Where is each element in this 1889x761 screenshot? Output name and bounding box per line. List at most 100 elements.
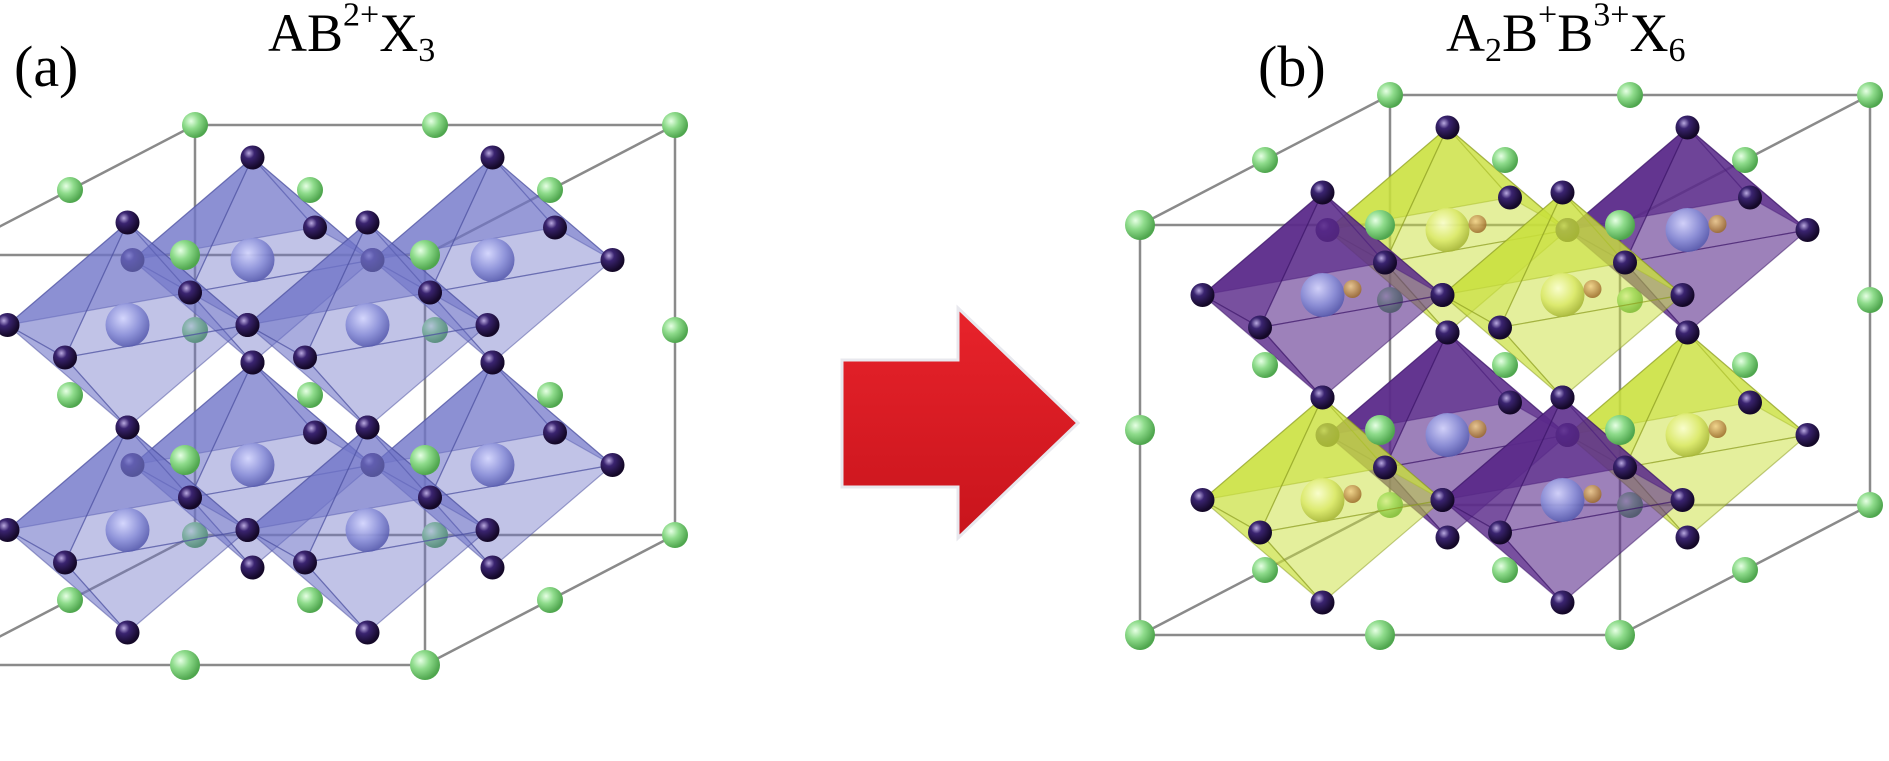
a-site-atom bbox=[1252, 352, 1278, 378]
a-site-atom bbox=[537, 587, 563, 613]
x-site-atom bbox=[1738, 390, 1762, 415]
x-site-atom bbox=[1613, 455, 1637, 480]
x-site-atom bbox=[543, 420, 567, 445]
right-arrow bbox=[840, 304, 1081, 542]
x-site-atom bbox=[475, 518, 500, 542]
a-site-atom bbox=[1125, 415, 1155, 445]
a-site-atom bbox=[182, 522, 208, 548]
x-site-atom bbox=[418, 485, 442, 510]
x-site-atom bbox=[1738, 185, 1762, 210]
x-site-atom bbox=[1498, 390, 1522, 415]
x-site-atom bbox=[53, 345, 77, 370]
octahedron-face bbox=[303, 324, 490, 429]
x-site-atom bbox=[293, 550, 317, 575]
x-site-atom bbox=[1498, 185, 1522, 210]
formula-a-subscript: 3 bbox=[418, 32, 436, 70]
x-site-atom bbox=[543, 215, 567, 240]
a-site-atom bbox=[1732, 557, 1758, 583]
a-site-atom bbox=[1492, 352, 1518, 378]
octahedron-face bbox=[1498, 499, 1685, 604]
x-site-atom bbox=[600, 453, 625, 477]
a-site-atom bbox=[1252, 147, 1278, 173]
x-site-atom bbox=[53, 550, 77, 575]
x-site-atom bbox=[355, 210, 380, 235]
a-site-atom bbox=[57, 177, 83, 203]
b-site-atom bbox=[345, 303, 390, 347]
a-site-atom bbox=[422, 112, 448, 138]
x-site-atom bbox=[1310, 180, 1335, 205]
x-site-atom bbox=[355, 415, 380, 440]
x-site-atom bbox=[1675, 525, 1700, 550]
formula-b-part: A bbox=[1446, 3, 1485, 63]
a-site-atom bbox=[1605, 210, 1635, 240]
a-site-atom bbox=[1252, 557, 1278, 583]
a-site-atom bbox=[297, 382, 323, 408]
x-site-atom bbox=[1435, 115, 1460, 140]
x-site-atom bbox=[1550, 180, 1575, 205]
octahedron-face bbox=[1258, 499, 1445, 604]
x-site-atom bbox=[1430, 283, 1455, 307]
b-site-atom bbox=[1665, 413, 1710, 457]
panel-b-structure bbox=[1125, 82, 1883, 650]
a-site-atom bbox=[1617, 82, 1643, 108]
a-site-atom bbox=[57, 382, 83, 408]
b-site-atom bbox=[105, 508, 150, 552]
x-site-atom bbox=[1373, 455, 1397, 480]
a-site-atom bbox=[1492, 557, 1518, 583]
a-site-atom bbox=[182, 317, 208, 343]
octahedron-face bbox=[428, 464, 615, 569]
octahedron-face bbox=[63, 324, 250, 429]
a-site-atom bbox=[662, 522, 688, 548]
a-site-atom bbox=[1732, 352, 1758, 378]
a-site-atom bbox=[297, 587, 323, 613]
b-site-atom bbox=[230, 238, 275, 282]
b-site-atom bbox=[1343, 485, 1362, 503]
x-site-atom bbox=[1488, 520, 1512, 545]
a-site-atom bbox=[422, 317, 448, 343]
octahedron-face bbox=[63, 529, 250, 634]
b-site-atom bbox=[1540, 478, 1585, 522]
octahedron-face bbox=[1498, 294, 1685, 399]
formula-b-part: X bbox=[1629, 3, 1669, 63]
a-site-atom bbox=[1365, 210, 1395, 240]
x-site-atom bbox=[0, 518, 20, 542]
a-site-atom bbox=[170, 445, 200, 475]
x-site-atom bbox=[1190, 488, 1215, 512]
a-site-atom bbox=[1492, 147, 1518, 173]
x-site-atom bbox=[115, 210, 140, 235]
x-site-atom bbox=[240, 145, 265, 170]
x-site-atom bbox=[1248, 315, 1272, 340]
x-site-atom bbox=[1675, 115, 1700, 140]
octahedron-face bbox=[1258, 294, 1445, 399]
a-site-atom bbox=[182, 112, 208, 138]
x-site-atom bbox=[1670, 283, 1695, 307]
a-site-atom bbox=[1857, 82, 1883, 108]
x-site-atom bbox=[178, 280, 202, 305]
b-site-atom bbox=[1583, 280, 1602, 298]
b-site-atom bbox=[1468, 215, 1487, 233]
x-site-atom bbox=[1430, 488, 1455, 512]
x-site-atom bbox=[293, 345, 317, 370]
formula-b-charge: 3+ bbox=[1593, 0, 1630, 34]
x-site-atom bbox=[480, 350, 505, 375]
x-site-atom bbox=[1488, 315, 1512, 340]
octahedron-face bbox=[428, 259, 615, 364]
b-site-atom bbox=[345, 508, 390, 552]
x-site-atom bbox=[1675, 320, 1700, 345]
a-site-atom bbox=[1732, 147, 1758, 173]
a-site-atom bbox=[422, 522, 448, 548]
a-site-atom bbox=[537, 382, 563, 408]
a-site-atom bbox=[170, 240, 200, 270]
x-site-atom bbox=[235, 313, 260, 337]
b-site-atom bbox=[1540, 273, 1585, 317]
x-site-atom bbox=[1248, 520, 1272, 545]
a-site-atom bbox=[410, 650, 440, 680]
x-site-atom bbox=[480, 145, 505, 170]
x-site-atom bbox=[1435, 525, 1460, 550]
a-site-atom bbox=[1857, 287, 1883, 313]
b-site-atom bbox=[1665, 208, 1710, 252]
formula-a-charge: 2+ bbox=[343, 0, 380, 34]
a-site-atom bbox=[1125, 210, 1155, 240]
formula-a-part: X bbox=[379, 3, 419, 63]
